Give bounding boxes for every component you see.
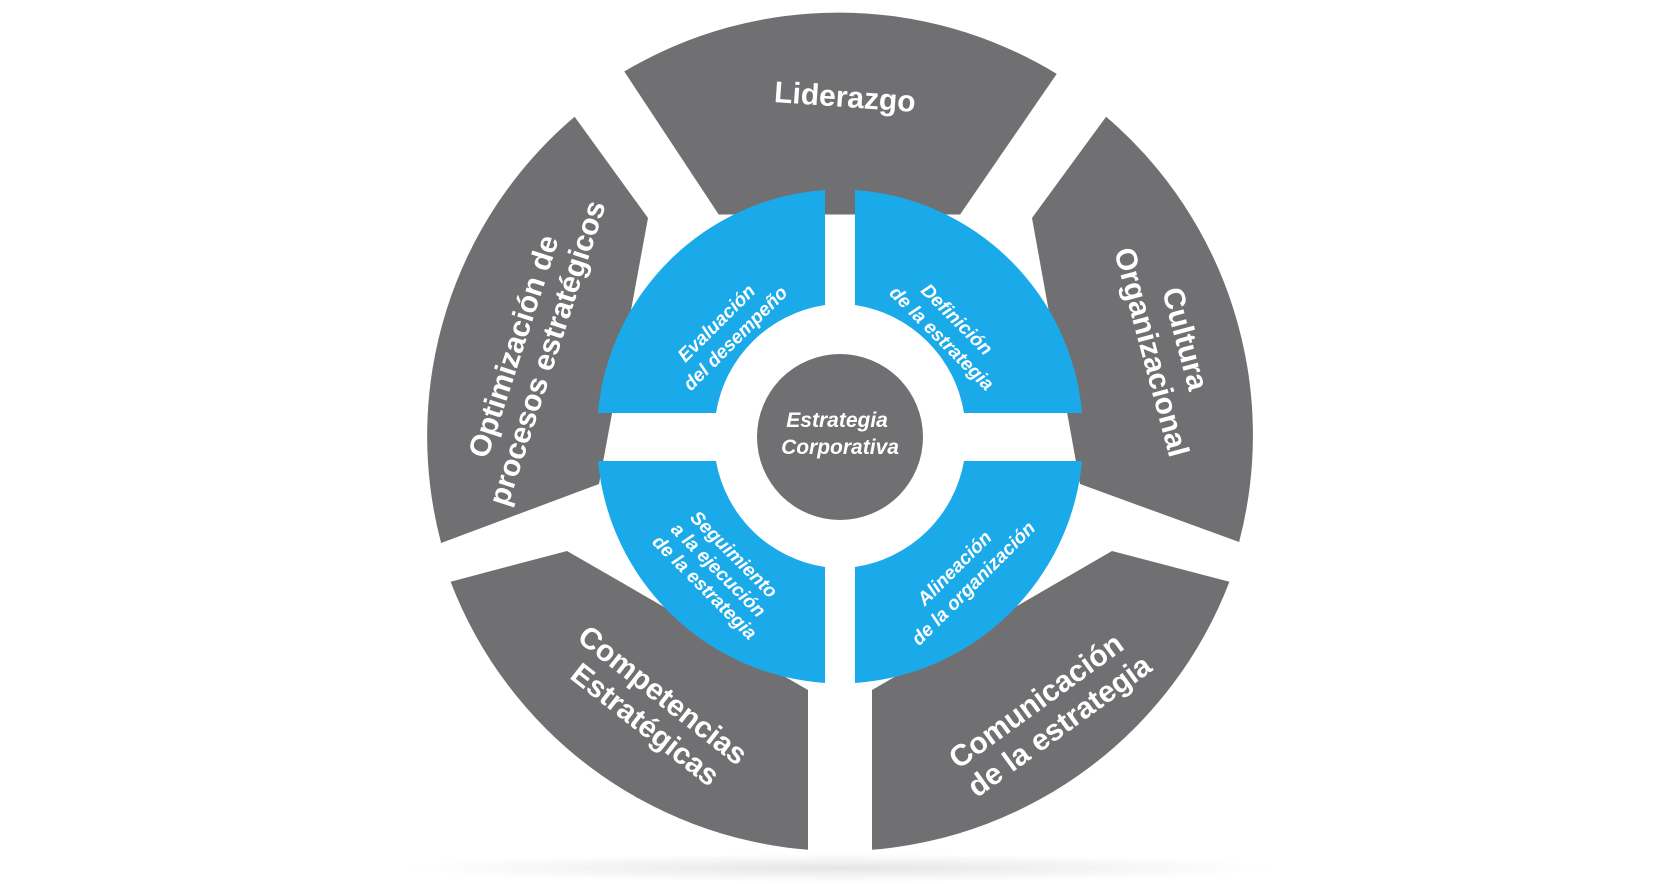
outer-segment-liderazgo (624, 12, 1057, 215)
outer-segment-comunicacion (872, 551, 1230, 850)
inner-quadrant-alineacion (855, 461, 1082, 683)
hub-line: Corporativa (781, 436, 899, 459)
inner-quadrant-seguimiento (598, 461, 825, 683)
hub-label: Estrategia Corporativa (781, 409, 899, 459)
ground-shadow (400, 854, 1280, 882)
inner-quadrant-definicion (855, 190, 1082, 413)
outer-segment-cultura (1032, 116, 1253, 542)
outer-ring (427, 12, 1253, 850)
inner-quadrant-evaluacion (598, 190, 825, 413)
inner-ring (598, 190, 1082, 683)
hub-circle (757, 354, 923, 520)
hub-line: Estrategia (786, 409, 888, 432)
outer-segment-competencias (450, 551, 808, 850)
outer-segment-optimizacion (427, 116, 648, 543)
